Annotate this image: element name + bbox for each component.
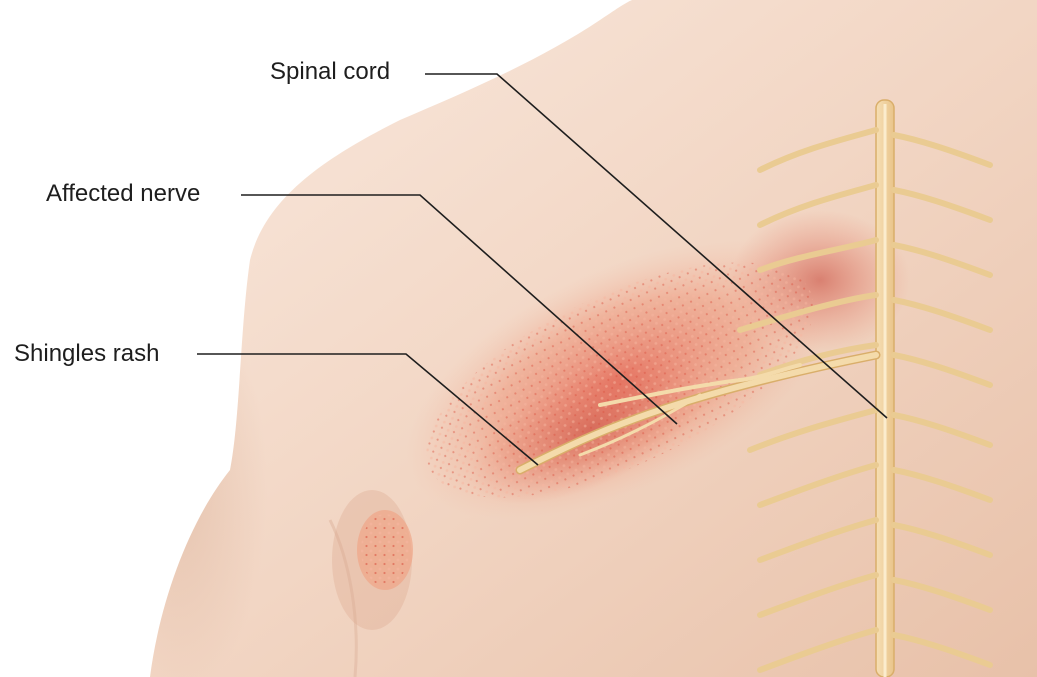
label-affected-nerve: Affected nerve xyxy=(46,180,200,208)
label-shingles-rash: Shingles rash xyxy=(14,340,159,368)
spinal-cord-graphic xyxy=(876,100,894,677)
label-spinal-cord: Spinal cord xyxy=(270,58,390,86)
